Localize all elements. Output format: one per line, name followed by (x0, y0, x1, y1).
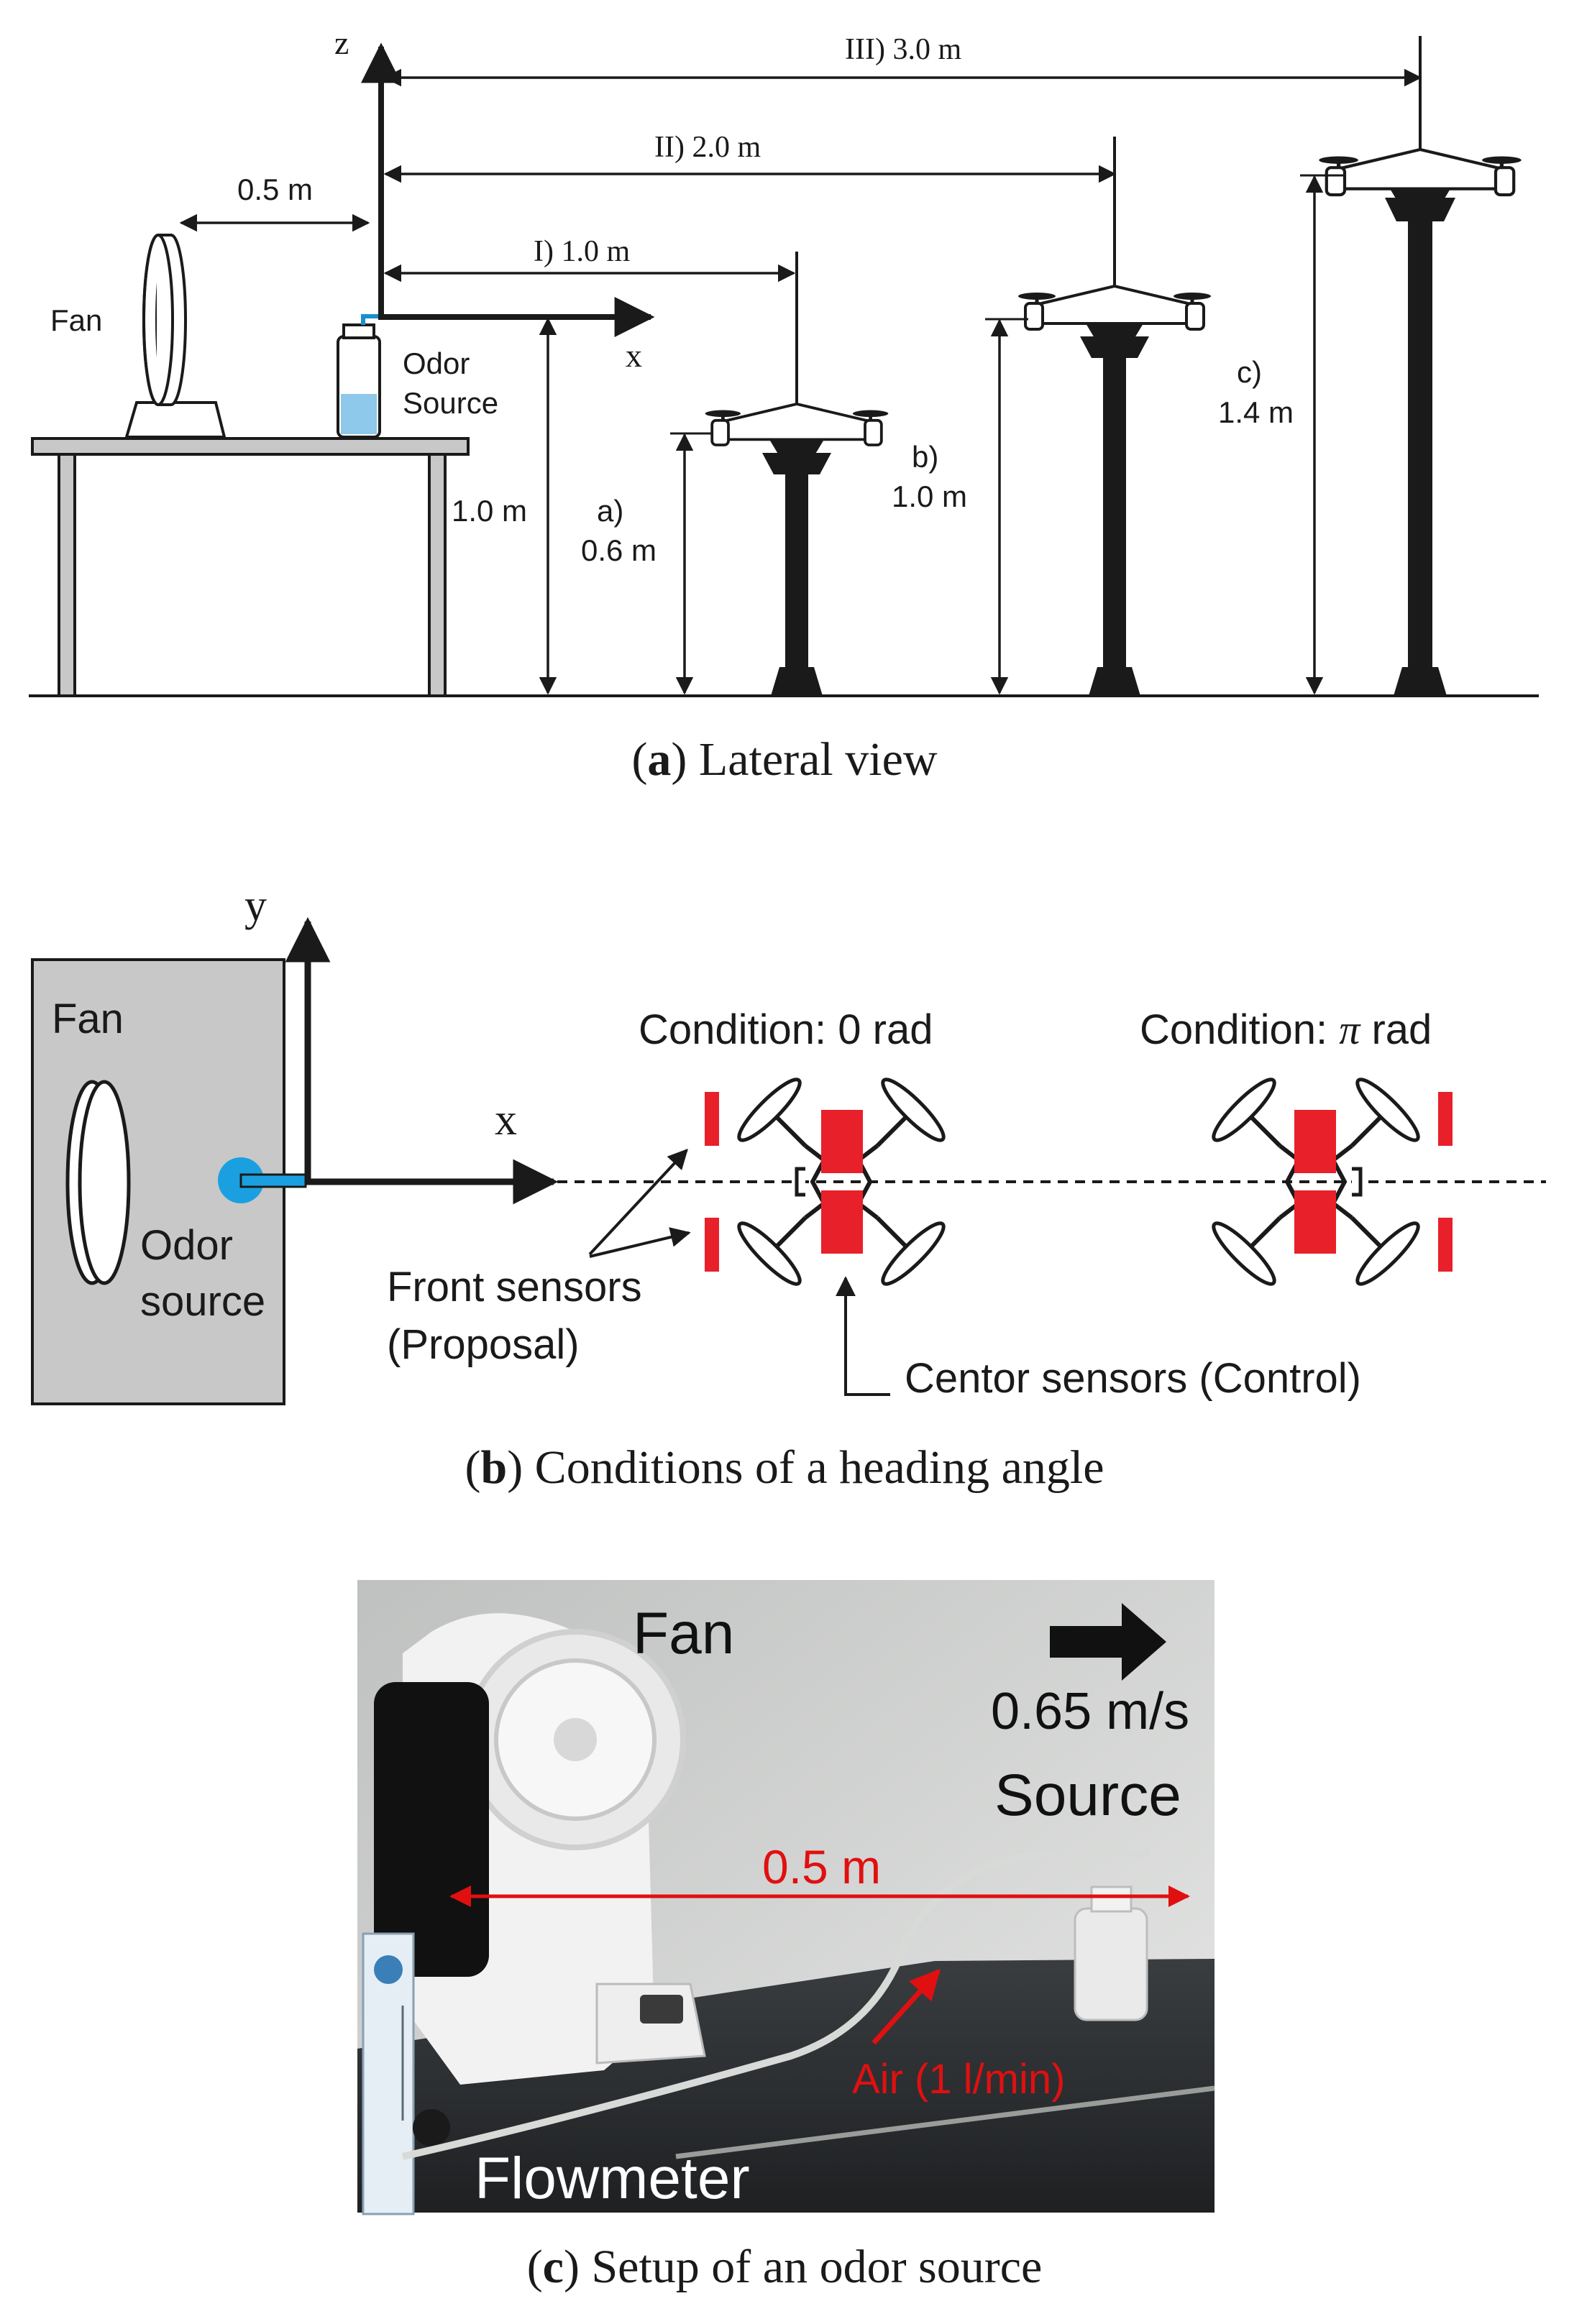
air-flow-label: Air (1 l/min) (852, 2056, 1065, 2103)
air-flow-arrow (872, 1968, 941, 2045)
drone-top-condition-pi (1207, 1073, 1453, 1290)
center-sensor-top (821, 1110, 863, 1173)
center-sensor-bottom-pi (1294, 1190, 1336, 1254)
x-axis-label: x (626, 337, 642, 374)
condition-0-label: Condition: 0 rad (639, 1006, 933, 1053)
odor-label-b-line2: source (140, 1278, 265, 1325)
photo-distance-label: 0.5 m (762, 1840, 881, 1893)
center-sensor-pointer (836, 1276, 890, 1396)
panel-c-setup-photo: Fan 0.65 m/s Source 0.5 m Air (1 l/min) … (357, 1580, 1215, 2293)
front-sensor-top-pi (1438, 1092, 1453, 1146)
dist-1-label: I) 1.0 m (534, 235, 630, 268)
drone-b-icon (1018, 137, 1211, 696)
height-a-label-line1: a) (597, 494, 623, 528)
panel-a-lateral-view: Fan 0.5 m Odor Source z x 1.0 m I) 1.0 m… (29, 24, 1539, 786)
height-b-label-line1: b) (912, 440, 938, 474)
fan-gap-label: 0.5 m (237, 173, 313, 206)
photo-air-tube (401, 1850, 1151, 2160)
fan-top-icon (65, 1080, 131, 1285)
caption-c: (c) Setup of an odor source (527, 2241, 1043, 2293)
front-sensor-top (705, 1092, 719, 1146)
y-axis-label-b: y (244, 881, 267, 930)
photo-fan-label: Fan (633, 1601, 734, 1666)
dist-3-label: III) 3.0 m (845, 33, 961, 66)
odor-source-tube (239, 1173, 307, 1188)
fan-side-icon (124, 234, 227, 438)
front-sensor-pointer-1 (588, 1148, 688, 1256)
wind-speed-label: 0.65 m/s (991, 1683, 1189, 1740)
caption-b: (b) Conditions of a heading angle (465, 1441, 1104, 1494)
condition-pi-label: Condition: π rad (1140, 1006, 1432, 1053)
odor-bottle-icon (337, 314, 388, 438)
drone-a-icon (705, 252, 889, 696)
center-sensor-top-pi (1294, 1110, 1336, 1173)
drone-c-icon (1319, 36, 1521, 696)
center-sensor-bottom (821, 1190, 863, 1254)
front-sensor-bottom-pi (1438, 1218, 1453, 1272)
height-c-label-line1: c) (1237, 355, 1262, 389)
x-axis-label-b: x (495, 1096, 517, 1144)
odor-label-line1: Odor (403, 346, 470, 380)
table (31, 437, 470, 697)
height-b-label-line2: 1.0 m (892, 479, 967, 513)
fan-label: Fan (50, 303, 102, 337)
photo-source-label: Source (994, 1763, 1181, 1828)
front-sensor-pointer-2 (589, 1227, 691, 1258)
height-a-label-line2: 0.6 m (581, 533, 657, 567)
front-sensors-label-line1: Front sensors (387, 1264, 642, 1310)
odor-label-b-line1: Odor (140, 1222, 233, 1269)
panel-b-heading-angle: Fan Odor source y x Condition: 0 rad Con… (31, 881, 1546, 1494)
photo-flowmeter (362, 1932, 450, 2215)
caption-a: (a) Lateral view (631, 733, 937, 786)
front-sensors-label-line2: (Proposal) (387, 1321, 580, 1368)
wind-direction-arrow (1050, 1603, 1166, 1681)
flowmeter-label: Flowmeter (475, 2146, 750, 2211)
table-height-label: 1.0 m (452, 494, 527, 528)
z-axis-label: z (334, 24, 349, 61)
fan-label-b: Fan (52, 996, 124, 1042)
front-sensor-bottom (705, 1218, 719, 1272)
dist-2-label: II) 2.0 m (654, 131, 761, 164)
drone-top-condition-0 (705, 1073, 950, 1290)
odor-label-line2: Source (403, 386, 498, 420)
center-sensors-label: Centor sensors (Control) (905, 1355, 1361, 1402)
height-c-label-line2: 1.4 m (1218, 395, 1294, 429)
